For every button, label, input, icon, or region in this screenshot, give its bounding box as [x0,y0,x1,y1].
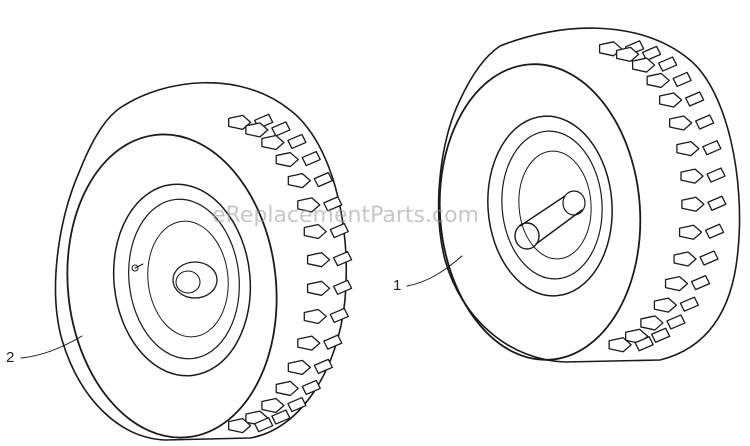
tread-lug [332,251,353,267]
tread-lug [690,274,711,291]
tread-lug [681,196,705,212]
tread-lug [676,141,700,157]
callout-1-label: 1 [393,277,401,294]
callout-1-leader [406,255,463,287]
wheel-2-rim-outer [112,183,252,377]
tread-lug [332,279,353,295]
tread-lug [664,275,689,292]
tread-lug [323,196,343,212]
tread-lug [657,56,678,72]
tread-lug [313,358,333,375]
tread-lug [666,314,686,330]
tread-lug [261,134,285,151]
wheel-1-rim-inner [501,130,603,280]
tread-lug [706,167,726,183]
tread-lug [615,46,640,63]
wheel-2-hub [172,261,218,299]
tread-lug [306,252,331,268]
wheel-1-tread-lugs [598,40,727,353]
wheel-1-tread-outline [437,27,741,363]
wheel-1-axle [514,190,586,250]
tread-lug [631,57,656,73]
tread-lug [651,327,671,343]
tread-lug [228,418,252,434]
tread-lug [275,151,299,168]
tread-lug [672,71,692,88]
tread-lug [271,121,291,137]
tread-lug [275,380,299,397]
tread-lug [702,140,722,156]
tread-lug [306,280,331,296]
tread-lug [303,308,327,325]
tread-lug [684,91,705,107]
wheel-2-tread-lugs [228,113,353,434]
tread-lug [699,250,719,266]
tread-lug [297,197,321,213]
wheel-2-sidewall [66,133,278,439]
tread-lug [640,315,664,331]
wheel-2-hub-pin [134,263,144,269]
tread-lug [634,336,654,352]
wheel-1[interactable] [430,27,741,367]
tread-lug [303,223,327,240]
wheel-1-sidewall [438,63,642,361]
wheel-2-valve-stem [131,264,139,272]
tread-lug [301,379,321,396]
watermark: eReplacementParts.com [212,203,479,228]
tread-lug [678,224,703,240]
callout-2-label: 2 [6,349,14,366]
tread-lug [673,251,697,267]
tread-lug [245,122,269,138]
tread-lug [679,296,700,312]
wheel-1-rim-dish [518,150,592,260]
tread-lug [707,195,727,211]
wheel-2-rim-inner [128,198,240,360]
wheel-1-rim-outer [487,115,613,297]
tread-lug [287,133,307,150]
wheel-2[interactable] [53,81,353,446]
tread-lug [287,172,311,189]
tread-lug [608,337,632,353]
tread-lug [695,114,715,130]
tread-lug [704,223,725,239]
tread-lug [329,307,349,324]
tread-lug [680,168,704,184]
tread-lug [653,297,678,313]
tread-lug [301,150,321,167]
tread-lug [271,409,291,425]
wheel-2-hub-bore [175,270,201,294]
tread-lug [313,171,333,188]
tread-lug [669,115,693,131]
tread-lug [646,72,670,89]
tread-lug [323,334,343,350]
tread-lug [261,397,285,414]
tread-lug [287,359,311,376]
callout-2-leader [20,335,83,359]
tread-lug [329,222,349,239]
tread-lug [297,335,321,351]
tread-lug [254,417,274,433]
wheel-2-tread-outline [54,81,348,441]
callout-2: 2 [6,335,83,366]
tread-lug [658,92,683,108]
callout-1: 1 [393,255,463,294]
tread-lug [287,396,307,413]
wheel-2-rim-dish [147,220,229,338]
